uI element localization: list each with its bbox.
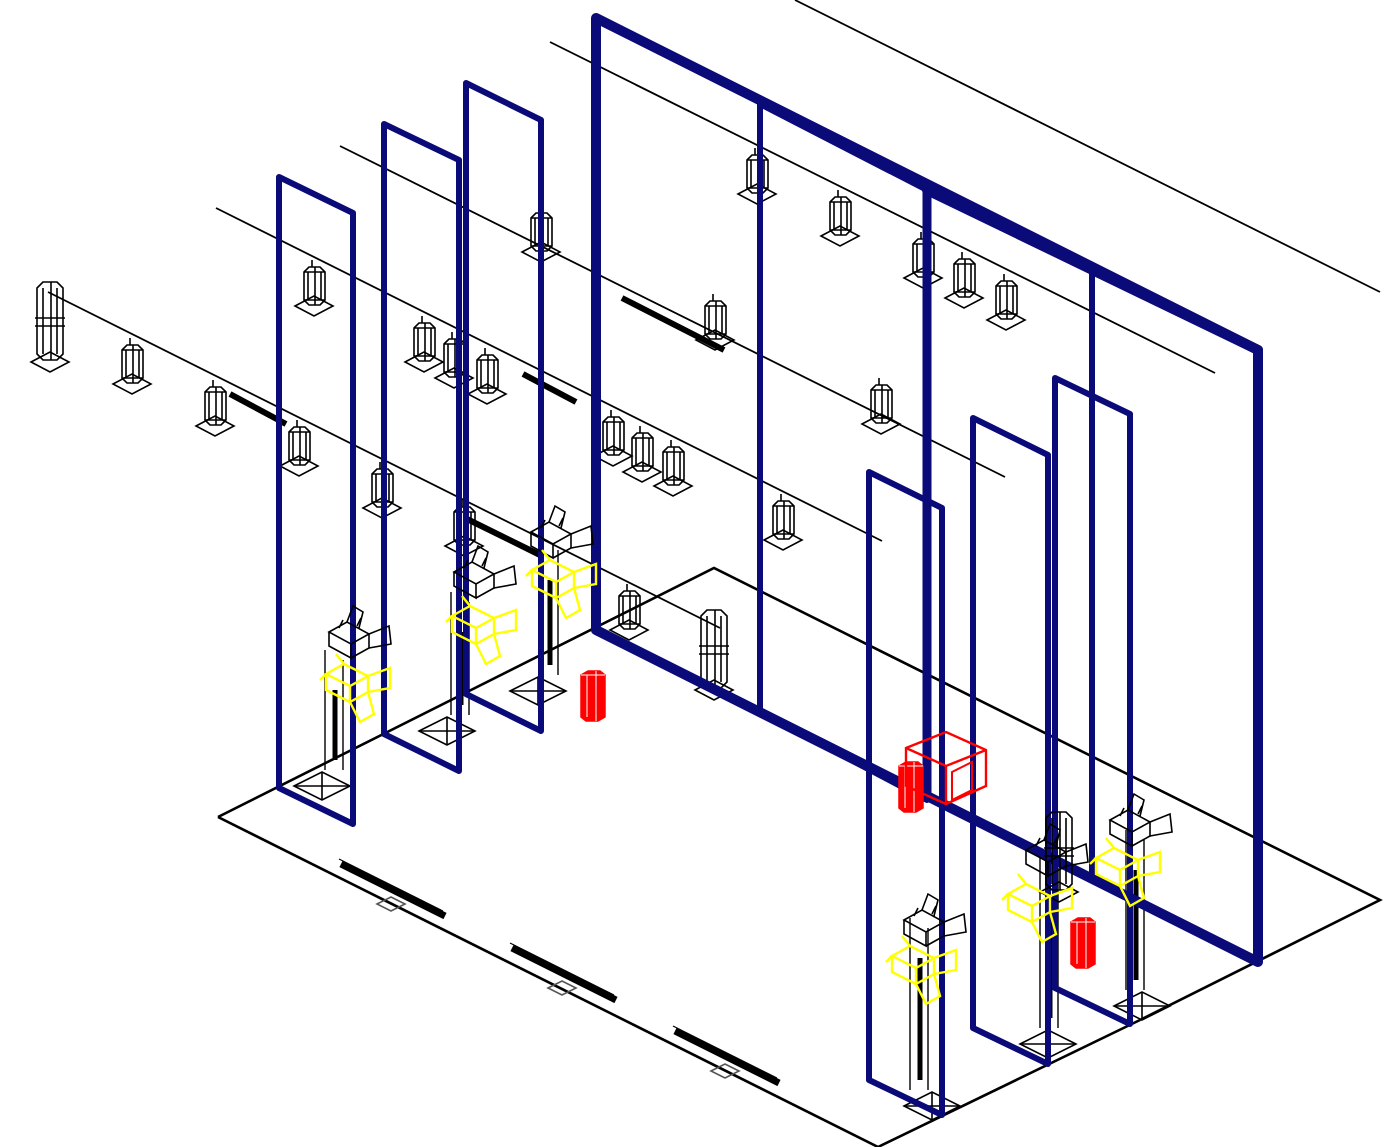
hanging-lamp-icon: [195, 379, 235, 437]
stage-frame: [970, 415, 1051, 1067]
hanging-lamp-icon: [763, 493, 803, 551]
truss-line: [215, 207, 883, 542]
stage-frame: [276, 174, 356, 827]
overhead-led-bar: [521, 371, 578, 405]
stage-frame: [463, 80, 544, 734]
stand-tripod-icon: [1113, 991, 1171, 1021]
stand-tripod-icon: [418, 716, 476, 746]
stage-frame: [1052, 375, 1133, 1027]
hanging-lamp-icon: [112, 337, 152, 395]
hanging-lamp-icon: [944, 251, 984, 309]
hanging-lamp-icon: [861, 377, 901, 435]
spotlight-icon: [903, 893, 967, 947]
floor-back-edges: [217, 566, 1383, 1022]
fire-extinguisher-icon: [1070, 917, 1096, 969]
floor-right-edge: [877, 1018, 1141, 1147]
stage-frames: [276, 13, 1263, 1118]
stage-frame: [866, 469, 945, 1118]
stage-frame: [757, 101, 930, 803]
red-box-marker: [904, 730, 988, 806]
hanging-lamp-icon: [986, 273, 1026, 331]
stand-tripod-icon: [903, 1091, 961, 1121]
truss-line: [549, 41, 1216, 374]
truss-line: [794, 0, 1381, 293]
truss-line: [339, 145, 1006, 478]
hanging-lamp-icon: [294, 259, 334, 317]
stage-frame-top-rail: [922, 185, 1263, 355]
floor-led-bar-icon: [339, 859, 445, 916]
floor-led-bar-icon: [673, 1026, 779, 1083]
hanging-lamp-icon: [279, 419, 319, 477]
spotlight-icon: [1109, 793, 1173, 847]
hanging-lamp-icon: [820, 189, 860, 247]
overhead-led-bar: [463, 515, 542, 558]
fire-extinguisher-icon: [580, 670, 606, 722]
hanging-lamp-icon: [653, 439, 693, 497]
stand-tripod-icon: [293, 771, 351, 801]
light-beam-icon: [1088, 836, 1162, 908]
column-fixture-icon: [30, 281, 70, 373]
hanging-lamp-icon: [404, 315, 444, 373]
overhead-led-bar: [620, 295, 726, 353]
floor-front-edge: [217, 815, 879, 1147]
stage-floor-outline: [217, 566, 1383, 1147]
red-box-marker-inner: [951, 760, 973, 802]
fixtures-front: [318, 505, 1173, 1083]
hanging-lamp-icon: [467, 347, 507, 405]
stage-frame: [381, 121, 462, 774]
